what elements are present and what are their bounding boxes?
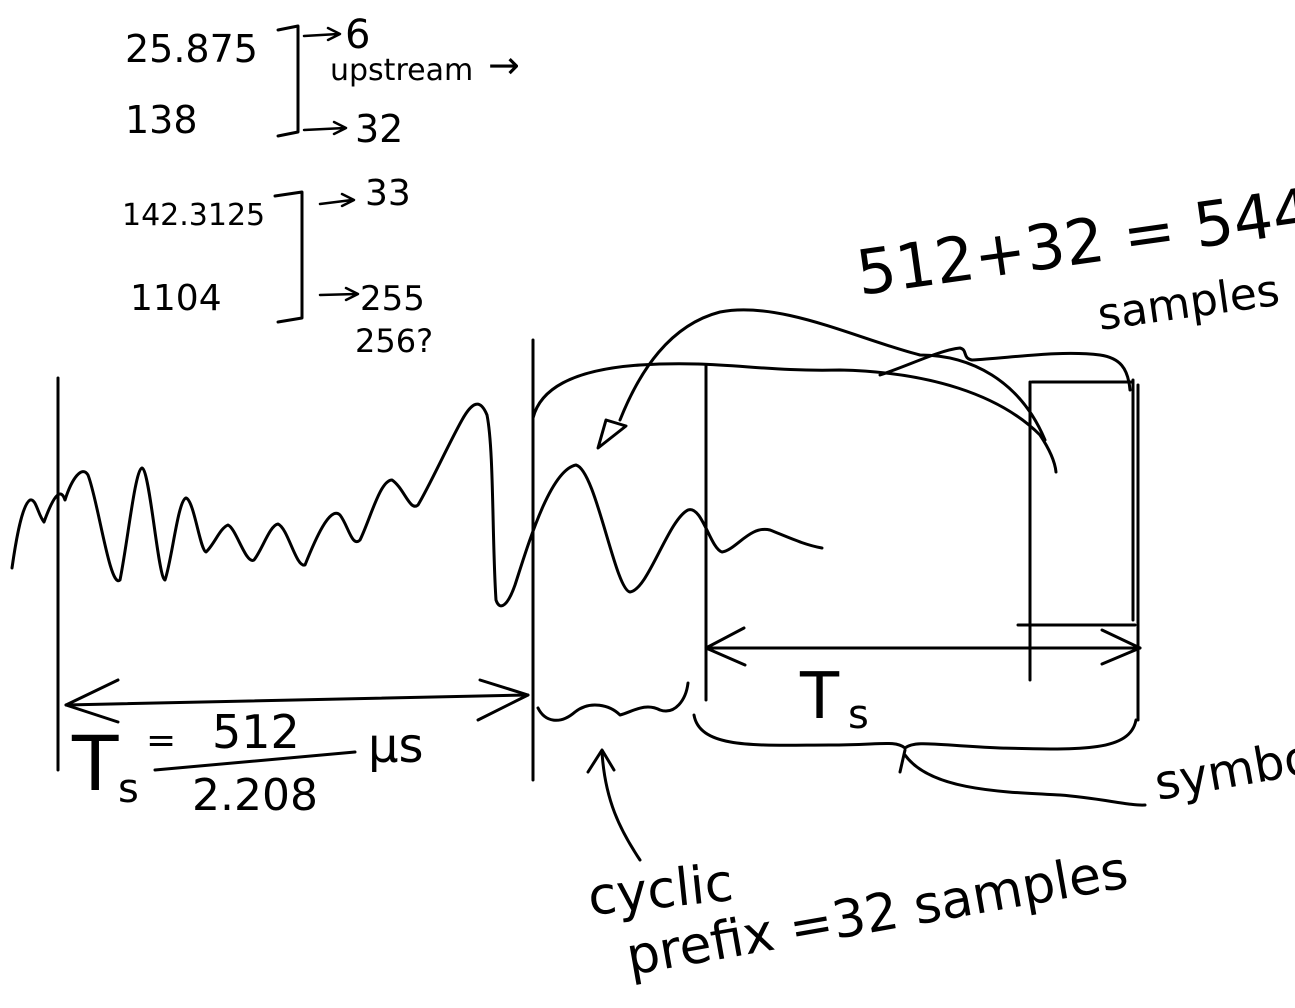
note-upstream-label: upstream xyxy=(330,53,473,88)
bracket-lower xyxy=(273,190,304,324)
note-value-142: 142.3125 xyxy=(122,198,265,233)
arrow-to-33 xyxy=(318,192,356,208)
prefix-copy-curve xyxy=(531,362,1058,474)
cyclic-prefix-brace xyxy=(536,681,690,722)
ts2-arrow-right-head xyxy=(1100,628,1142,666)
note-question-256: 256? xyxy=(355,322,433,360)
arrow-to-6 xyxy=(302,26,342,42)
note-value-1104: 1104 xyxy=(130,278,222,319)
ts-arrow-left-head xyxy=(64,678,120,724)
ts2-arrow-left-head xyxy=(704,626,747,667)
arrow-to-32 xyxy=(302,120,348,136)
symbol-label: symbol xyxy=(1150,727,1295,812)
note-result-32: 32 xyxy=(355,107,403,151)
note-result-33: 33 xyxy=(365,173,411,214)
ts-label-sub: s xyxy=(118,766,139,812)
note-value-25875: 25.875 xyxy=(125,27,258,71)
prefix-copy-arrowhead xyxy=(596,418,628,450)
ts-arrow-right-head xyxy=(476,678,530,722)
ts-numerator: 512 xyxy=(212,705,300,759)
bracket-upper xyxy=(276,24,300,138)
cyclic-prefix-pointer xyxy=(600,750,642,862)
arrow-to-255 xyxy=(318,286,360,302)
ts-denominator: 2.208 xyxy=(192,770,318,821)
ts-label-t: T xyxy=(71,719,119,808)
ts2-label-t: T xyxy=(799,660,840,734)
cyclic-prefix-pointer-head xyxy=(586,748,616,774)
ts2-label-sub: s xyxy=(848,692,869,738)
notes-block: 25.875 6 upstream → 138 32 142.3125 33 1… xyxy=(122,12,520,360)
time-domain-waveform xyxy=(10,402,824,608)
note-result-6: 6 xyxy=(345,12,370,58)
note-upstream-arrow: → xyxy=(488,43,520,87)
ts-equals: = xyxy=(146,720,176,761)
ts-unit: μs xyxy=(368,718,424,774)
symbol-top-curve xyxy=(878,346,1132,392)
note-result-255: 255 xyxy=(360,279,425,319)
symbol-pointer xyxy=(898,748,1147,807)
ts-arrow-shaft xyxy=(64,693,530,707)
total-unit-label: samples xyxy=(1094,265,1282,341)
ts-fraction-bar xyxy=(153,750,357,772)
symbol-brace xyxy=(692,713,1138,751)
note-value-138: 138 xyxy=(125,98,198,142)
prefix-copy-arrow xyxy=(618,308,1047,442)
